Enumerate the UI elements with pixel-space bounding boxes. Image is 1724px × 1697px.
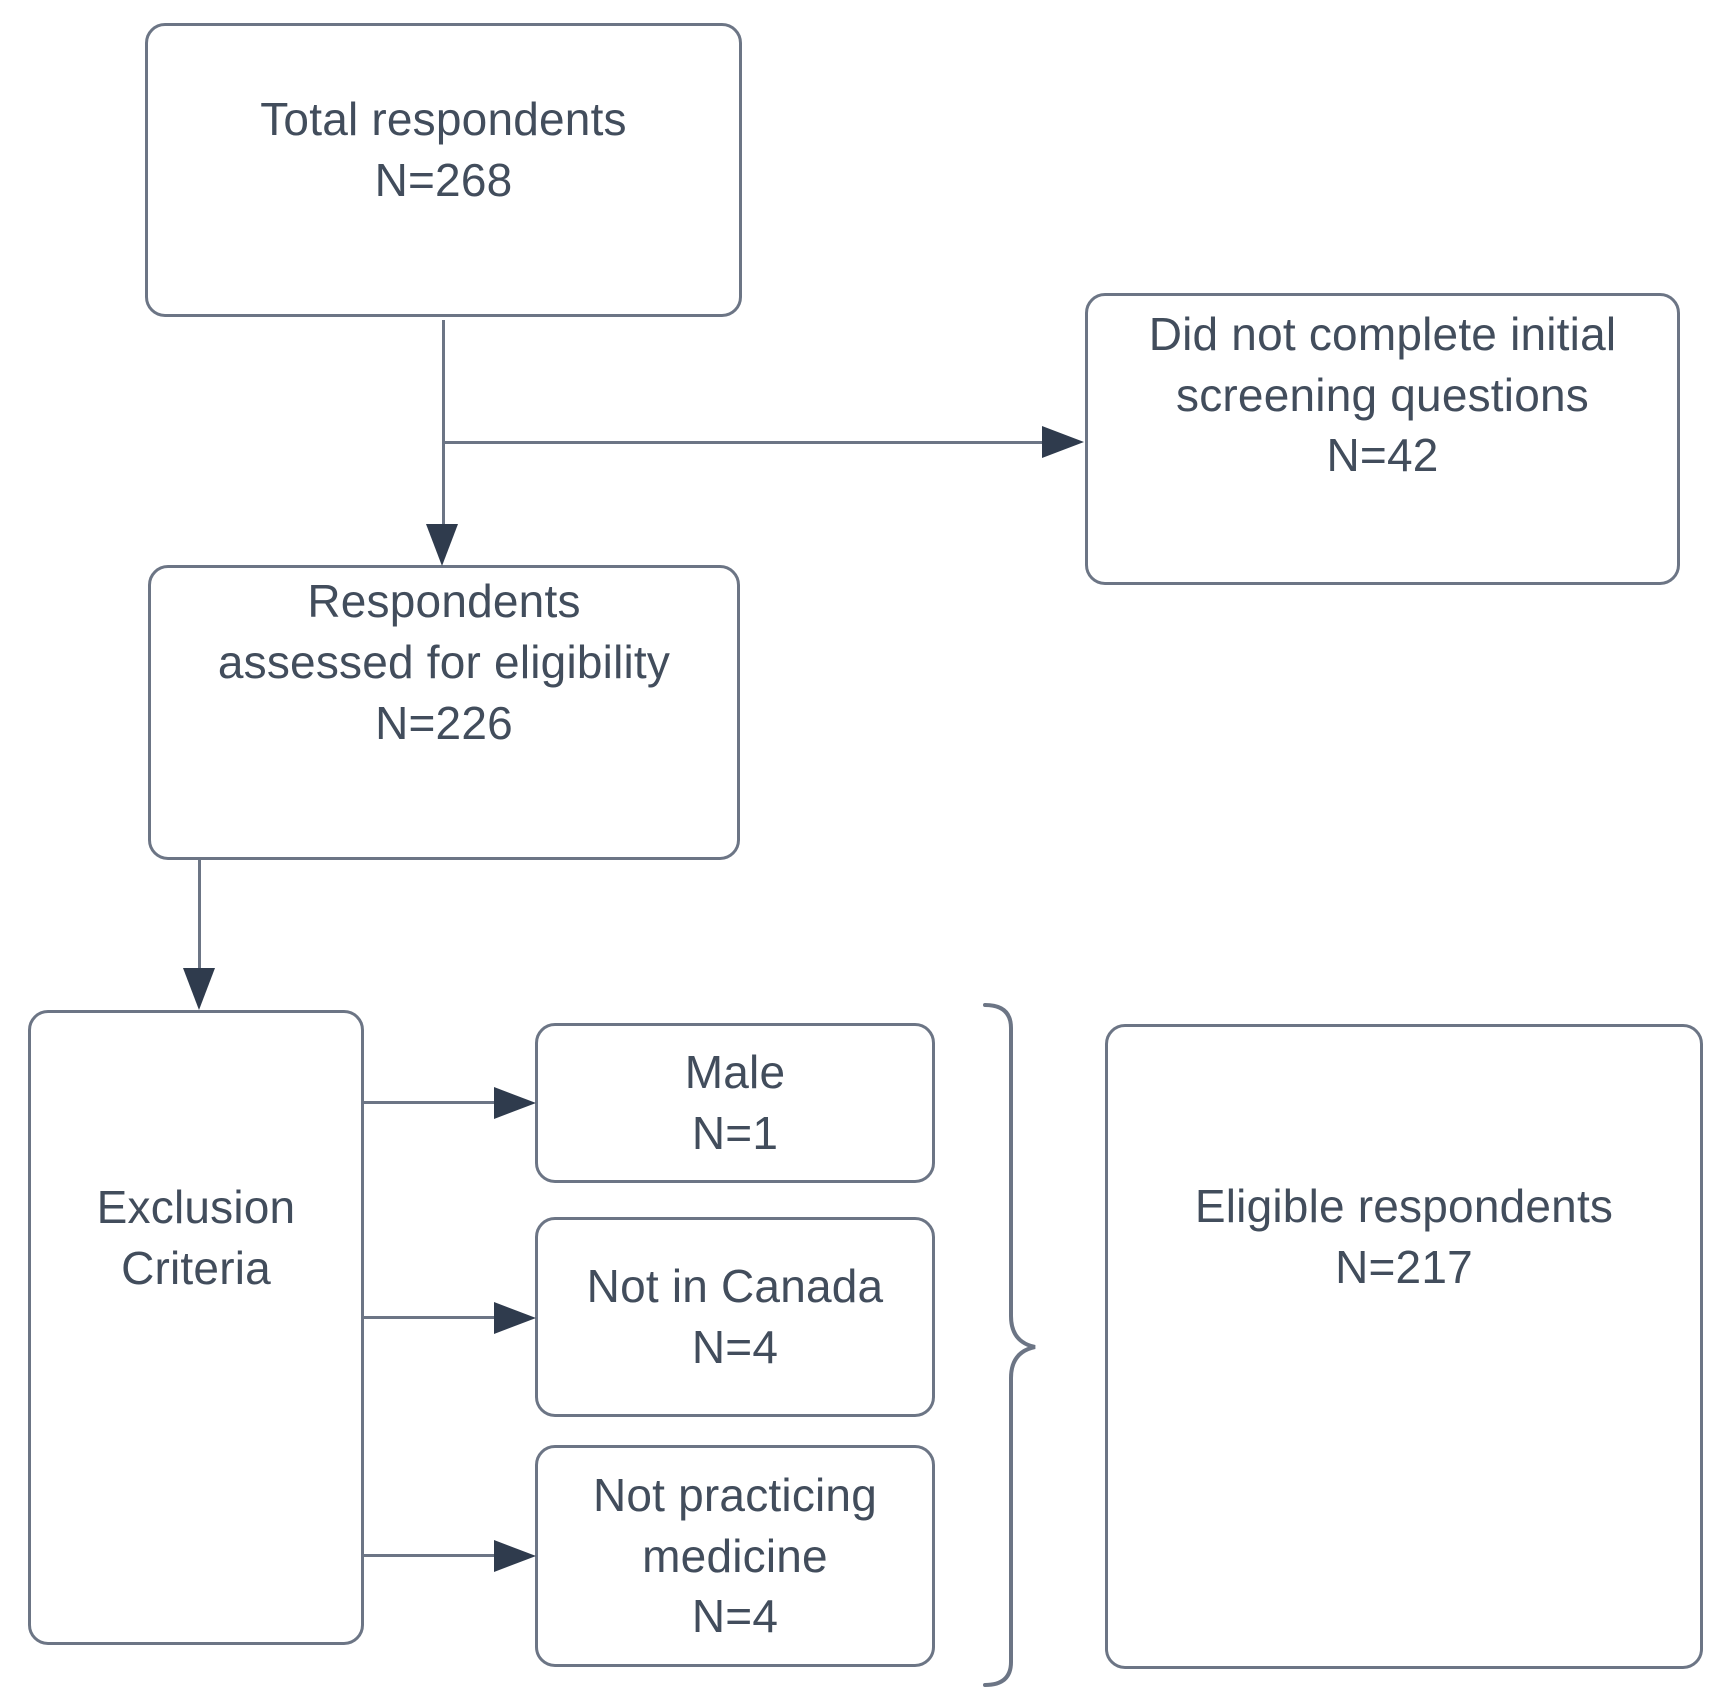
node-label-line: Exclusion: [96, 1180, 296, 1233]
arrowhead-down-icon: [183, 968, 215, 1010]
arrowhead-right-icon: [494, 1087, 536, 1119]
node-label-line: Criteria: [121, 1241, 271, 1294]
node-count: N=42: [1326, 429, 1439, 482]
node-excluded-male: Male N=1: [535, 1023, 935, 1183]
node-label-line: Did not complete initial: [1148, 307, 1617, 360]
node-label-line: Not in Canada: [586, 1260, 884, 1313]
node-label-line: Male: [684, 1046, 786, 1099]
arrowhead-right-icon: [494, 1540, 536, 1572]
node-label-line: Respondents: [307, 575, 581, 628]
node-total-respondents: Total respondents N=268: [145, 23, 742, 317]
node-exclusion-criteria: Exclusion Criteria: [28, 1010, 364, 1645]
node-respondents-assessed: Respondents assessed for eligibility N=2…: [148, 565, 740, 860]
node-count: N=1: [691, 1107, 779, 1159]
node-label-line: Eligible respondents: [1194, 1179, 1614, 1232]
node-label-line: screening questions: [1176, 368, 1589, 421]
node-label-line: Not practicing: [592, 1468, 878, 1521]
connector-total-to-assessed: [442, 320, 445, 526]
node-label-line: assessed for eligibility: [217, 636, 671, 689]
node-excluded-not-in-canada: Not in Canada N=4: [535, 1217, 935, 1417]
arrowhead-right-icon: [1042, 426, 1084, 458]
node-excluded-not-practicing-medicine: Not practicing medicine N=4: [535, 1445, 935, 1667]
arrowhead-right-icon: [494, 1302, 536, 1334]
node-count: N=226: [375, 696, 513, 749]
connector-exclusion-to-male: [364, 1101, 496, 1104]
node-count: N=268: [374, 154, 513, 206]
node-eligible-respondents: Eligible respondents N=217: [1105, 1024, 1703, 1669]
node-count: N=4: [691, 1321, 779, 1373]
node-label-line: Total respondents: [260, 93, 627, 146]
connector-assessed-to-exclusion: [198, 860, 201, 970]
connector-exclusion-to-not-in-canada: [364, 1316, 496, 1319]
connector-exclusion-to-not-practicing: [364, 1554, 496, 1557]
node-label-line: medicine: [642, 1529, 828, 1582]
node-count: N=217: [1335, 1240, 1473, 1293]
node-count: N=4: [691, 1590, 779, 1643]
curly-brace: [983, 1003, 1036, 1687]
arrowhead-down-icon: [426, 524, 458, 566]
connector-total-to-did-not-complete: [442, 441, 1044, 444]
node-did-not-complete-screening: Did not complete initial screening quest…: [1085, 293, 1680, 585]
